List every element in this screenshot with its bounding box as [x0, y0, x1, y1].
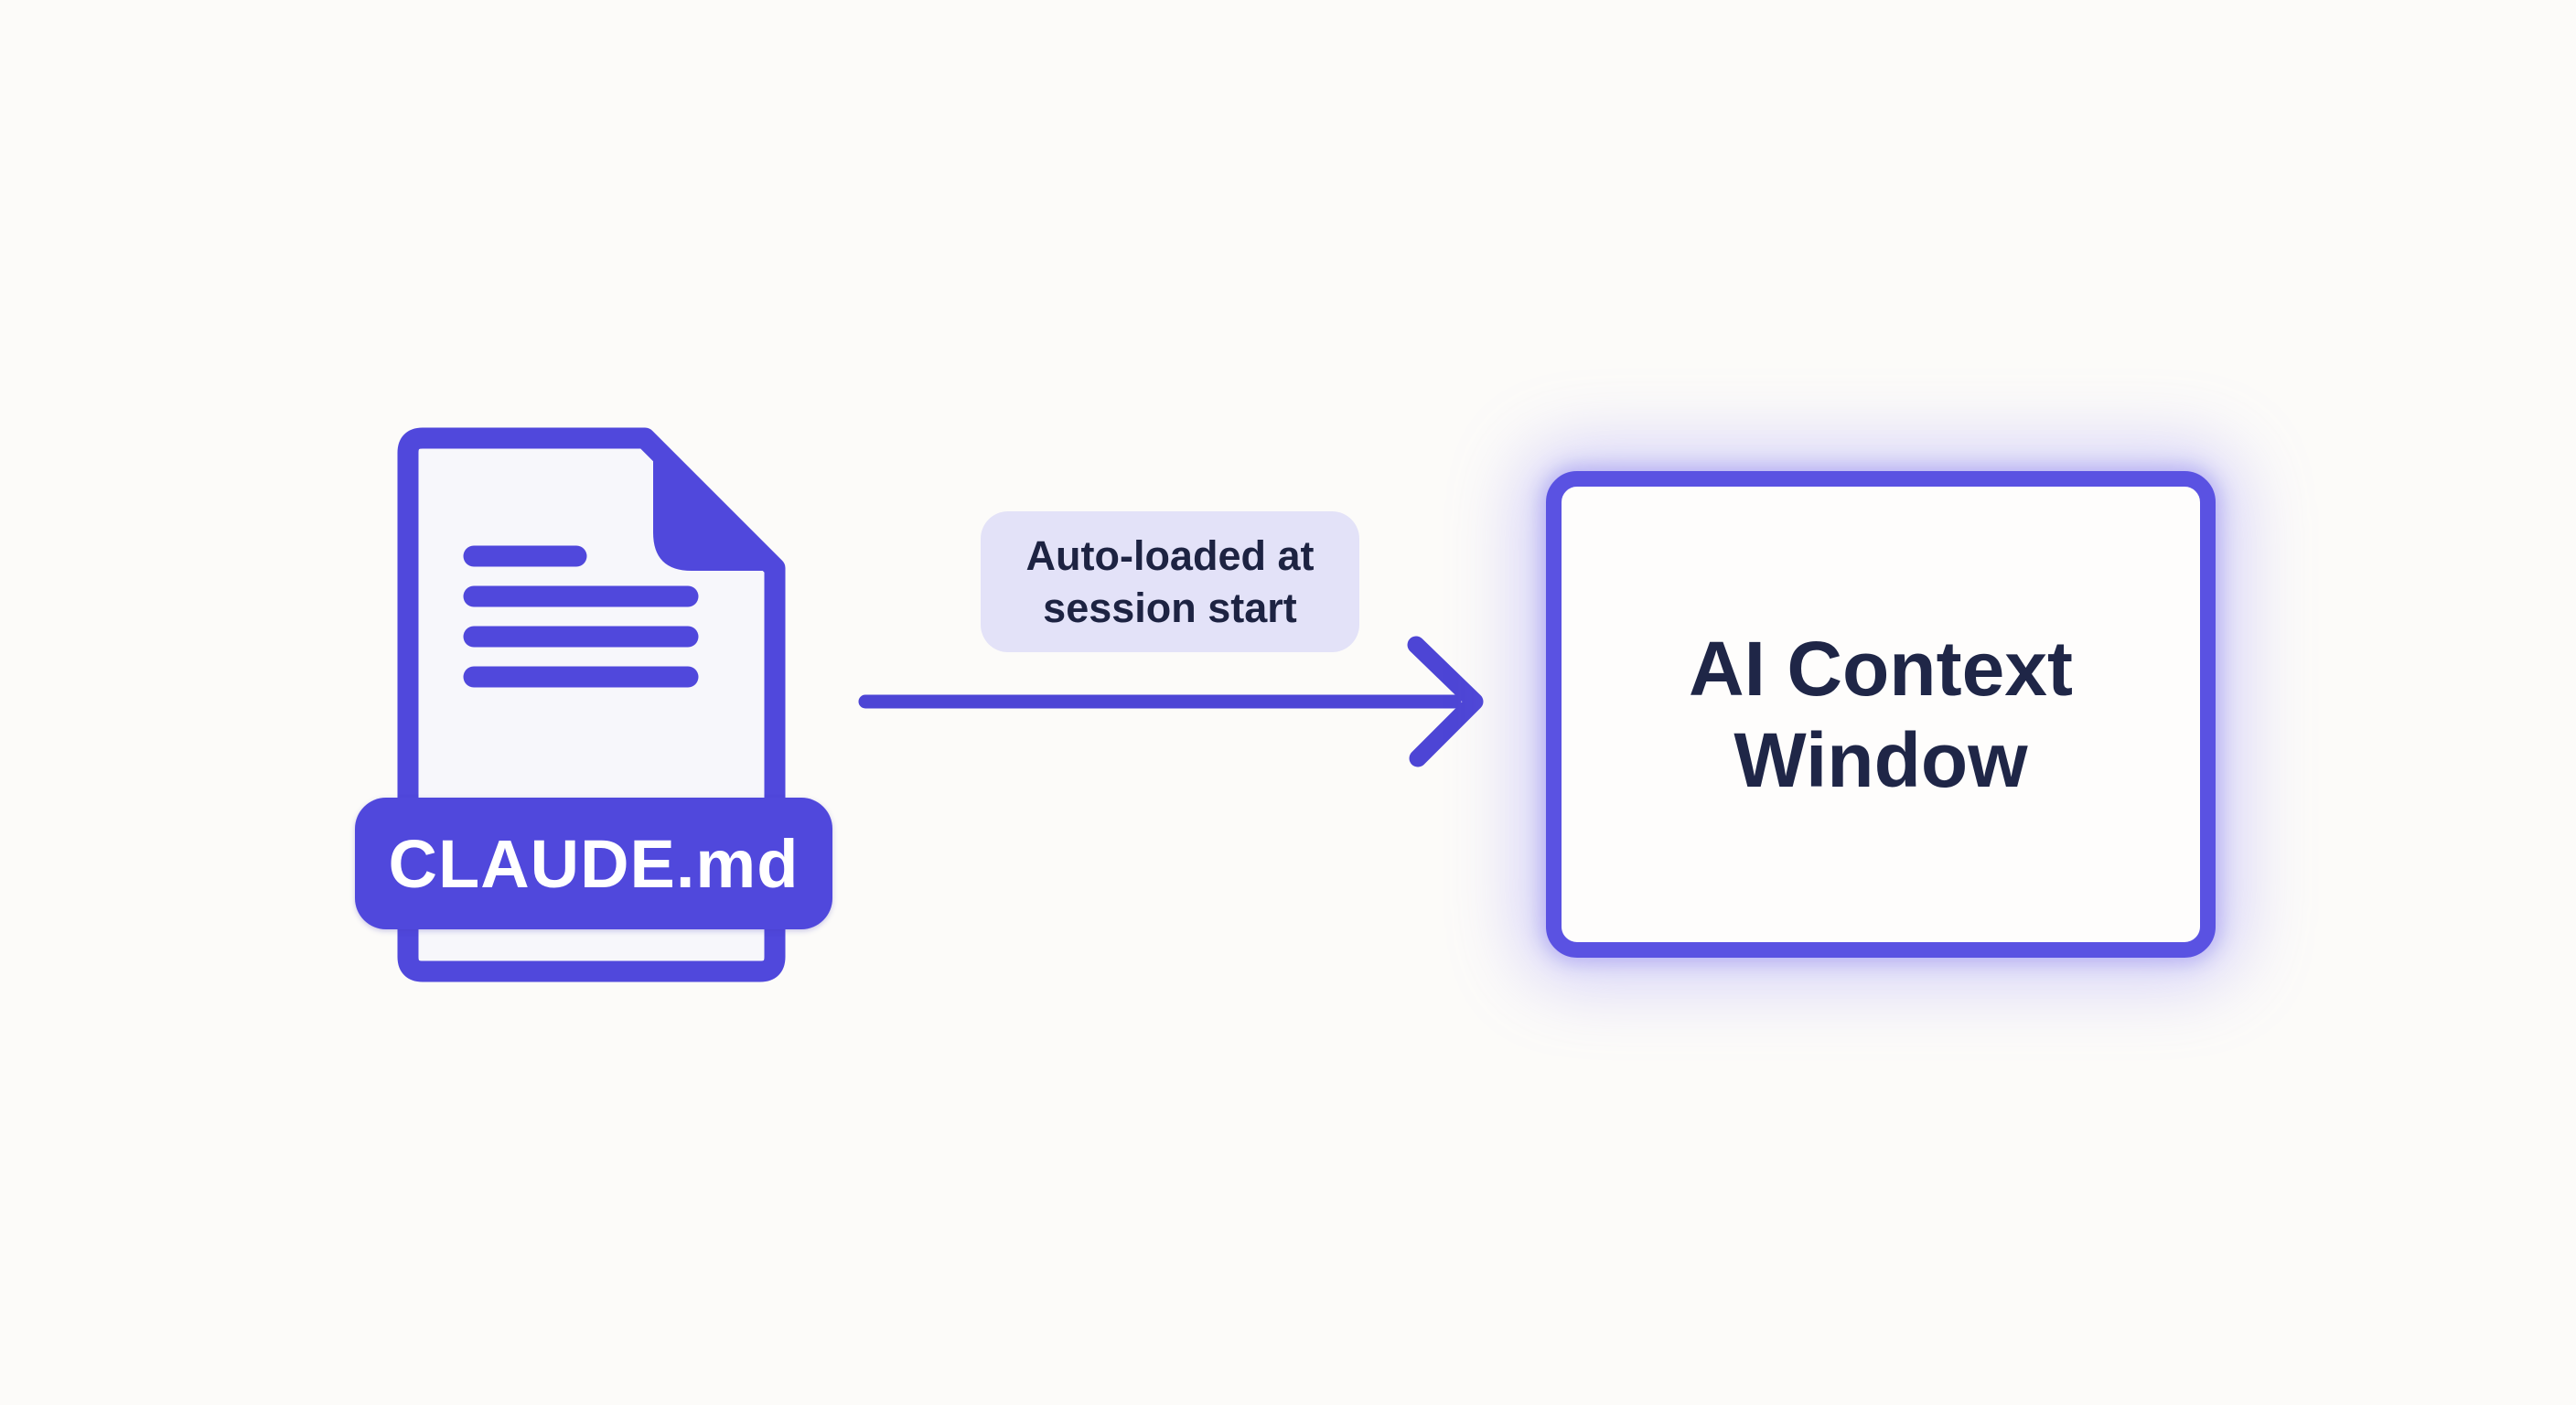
file-name-label: CLAUDE.md	[388, 825, 800, 902]
arrow-annotation: Auto-loaded at session start	[981, 511, 1359, 652]
arrow-annotation-text: Auto-loaded at session start	[1025, 532, 1315, 631]
file-name-badge: CLAUDE.md	[355, 798, 832, 929]
flow-arrow-icon	[858, 636, 1484, 767]
document-fold-shape	[642, 434, 779, 571]
document-text-lines	[463, 545, 699, 688]
ai-context-window-box: AI Context Window	[1546, 471, 2216, 958]
ai-context-window-title: AI Context Window	[1689, 626, 2073, 803]
arrow-head	[1407, 636, 1484, 767]
